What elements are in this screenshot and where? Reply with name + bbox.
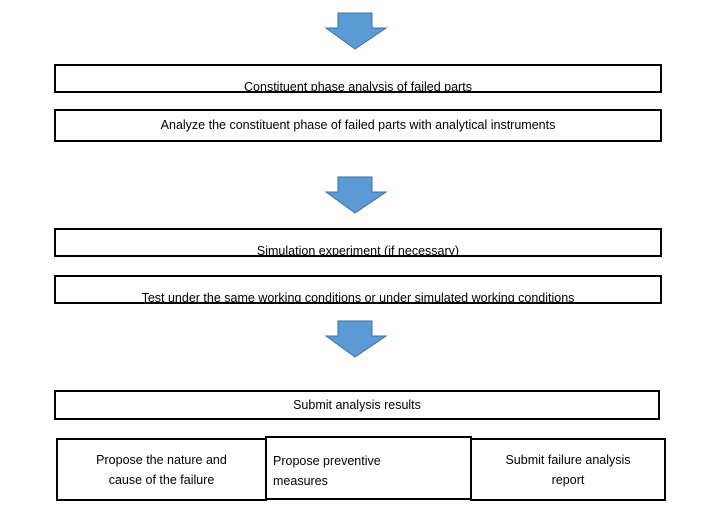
step-sim-title-text: Simulation experiment (if necessary) — [256, 243, 460, 257]
step-submit-title-text: Submit analysis results — [293, 397, 421, 412]
step-sim-title: Simulation experiment (if necessary) — [54, 228, 662, 257]
step-phase-title-text: Constituent phase analysis of failed par… — [244, 79, 472, 93]
step-phase-detail: Analyze the constituent phase of failed … — [54, 109, 662, 142]
outcome-report-line1: Submit failure analysis — [505, 452, 631, 467]
outcome-preventive: Propose preventive measures — [265, 436, 472, 500]
arrow-down-icon — [324, 12, 388, 50]
outcome-preventive-line2: measures — [273, 474, 328, 488]
step-sim-detail: Test under the same working conditions o… — [54, 275, 662, 304]
arrow-down-icon — [324, 176, 388, 214]
step-phase-title: Constituent phase analysis of failed par… — [54, 64, 662, 93]
step-submit-title: Submit analysis results — [54, 390, 660, 420]
step-sim-detail-text: Test under the same working conditions o… — [141, 290, 575, 304]
step-phase-detail-text: Analyze the constituent phase of failed … — [160, 118, 556, 133]
outcome-nature-line1: Propose the nature and — [96, 452, 227, 467]
outcome-nature: Propose the nature and cause of the fail… — [56, 438, 267, 501]
arrow-down-icon — [324, 320, 388, 358]
outcome-report-line2: report — [551, 472, 585, 487]
outcome-report: Submit failure analysis report — [470, 438, 666, 501]
outcome-preventive-line1: Propose preventive — [273, 454, 381, 468]
outcome-nature-line2: cause of the failure — [108, 472, 215, 487]
